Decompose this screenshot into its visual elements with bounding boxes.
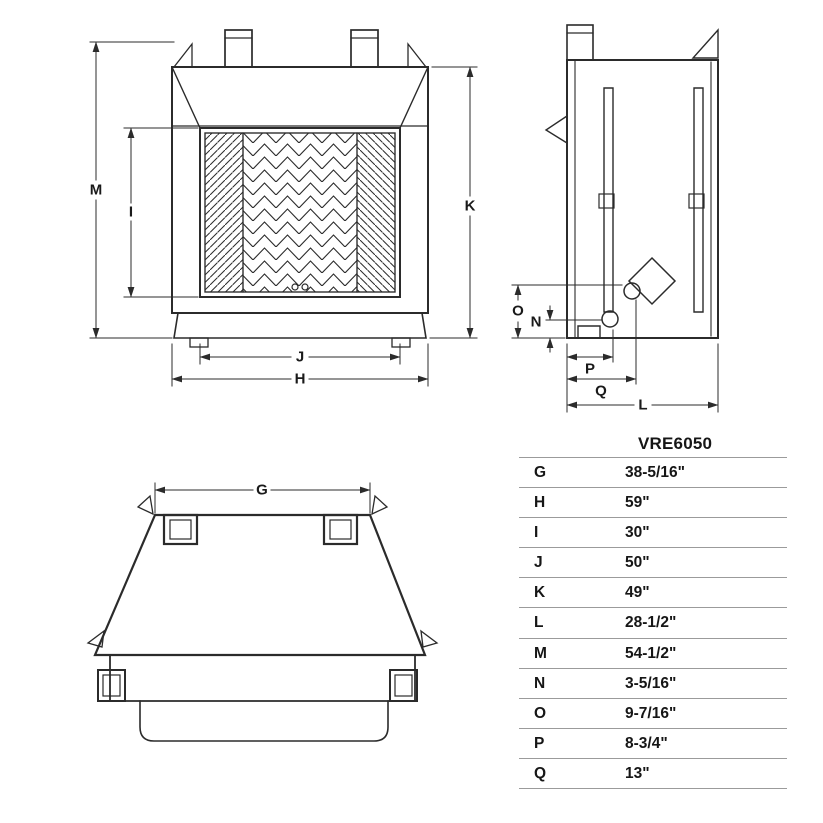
hearth-front (139, 700, 389, 742)
side-rails (598, 87, 705, 313)
spec-dim-value: 59" (625, 494, 650, 512)
spec-dim-value: 30" (625, 524, 650, 542)
spec-row: I 30" (519, 518, 787, 549)
spec-row: N 3-5/16" (519, 669, 787, 699)
dim-label-Q: Q (595, 383, 607, 400)
front-view: M I K J (89, 29, 478, 388)
dim-label-M: M (90, 182, 103, 199)
spec-dim-value: 38-5/16" (625, 464, 685, 481)
spec-dim-letter: H (534, 494, 546, 512)
spec-row: Q 13" (519, 759, 787, 790)
dim-label-I: I (129, 204, 133, 221)
spec-table-header: VRE6050 (519, 429, 787, 458)
brick-panel-herringbone (242, 132, 358, 293)
top-lower-body (97, 654, 418, 742)
front-dimensions: M I K J (89, 41, 478, 388)
dim-label-P: P (585, 361, 595, 378)
spec-table: VRE6050 G 38-5/16" H 59" I 30" J 50" K 4… (519, 429, 787, 790)
side-gas-valve (601, 256, 677, 328)
dim-label-N: N (531, 314, 542, 331)
spec-dim-value: 54-1/2" (625, 644, 677, 662)
spec-dim-value: 3-5/16" (625, 674, 677, 692)
dim-M: M (89, 41, 175, 339)
spec-dim-letter: J (534, 554, 543, 572)
flue-stub-left (224, 29, 253, 68)
top-standoffs (86, 494, 439, 648)
side-view: O N P Q (511, 24, 719, 414)
top-view: G (86, 482, 439, 742)
side-bracket (544, 115, 568, 144)
brick-panel-left (204, 132, 244, 293)
dim-G: G (154, 482, 371, 514)
spec-dim-letter: O (534, 704, 547, 722)
standoff-side (691, 28, 719, 59)
flue-stub-side (566, 24, 594, 61)
spec-row: M 54-1/2" (519, 639, 787, 669)
spec-dim-value: 13" (625, 764, 650, 782)
dim-label-K: K (465, 198, 476, 215)
spec-dim-letter: K (534, 584, 546, 602)
standoff-right (407, 42, 428, 68)
foot-right (391, 337, 411, 348)
dim-H: H (171, 343, 429, 388)
spec-dim-letter: G (534, 464, 547, 481)
flue-collar-right (322, 513, 359, 546)
spec-dim-value: 8-3/4" (625, 734, 668, 752)
spec-dim-letter: N (534, 674, 546, 692)
spec-dim-value: 9-7/16" (625, 704, 677, 722)
side-foot (577, 325, 601, 339)
spec-row: J 50" (519, 548, 787, 579)
spec-row: H 59" (519, 488, 787, 519)
spec-dim-value: 28-1/2" (625, 614, 677, 632)
dim-label-G: G (256, 482, 268, 499)
dim-O: O (511, 284, 623, 339)
dim-P: P (566, 329, 614, 413)
dim-L: L (566, 343, 719, 414)
dim-label-O: O (512, 303, 524, 320)
corner-foot-left (97, 669, 126, 702)
spec-dim-letter: P (534, 734, 545, 752)
brick-panel-right (356, 132, 396, 293)
foot-left (189, 337, 209, 348)
side-outline (544, 24, 719, 339)
spec-dim-value: 50" (625, 554, 650, 572)
front-opening (199, 127, 401, 298)
dim-label-L: L (638, 397, 647, 414)
top-outline (93, 513, 427, 657)
dim-N: N (531, 305, 602, 353)
spec-dim-letter: I (534, 524, 539, 542)
burner-port-left (291, 283, 299, 291)
front-outline (171, 29, 429, 348)
spec-row: P 8-3/4" (519, 729, 787, 759)
spec-dim-letter: Q (534, 764, 547, 782)
burner-port-right (301, 283, 309, 291)
spec-row: O 9-7/16" (519, 699, 787, 729)
dim-label-J: J (296, 349, 304, 366)
valve-knob (623, 282, 641, 300)
spec-row: K 49" (519, 578, 787, 609)
dim-Q: Q (566, 299, 637, 400)
dim-J: J (199, 343, 401, 366)
dim-K: K (429, 66, 478, 339)
flue-collar-left (162, 513, 199, 546)
spec-dim-value: 49" (625, 584, 650, 602)
spec-row: G 38-5/16" (519, 458, 787, 489)
standoff-left (172, 42, 193, 68)
side-dimensions: O N P Q (511, 284, 719, 414)
gas-inlet (601, 310, 619, 328)
corner-foot-right (389, 669, 418, 702)
valve-diamond (627, 256, 677, 306)
spec-row: L 28-1/2" (519, 608, 787, 639)
dim-label-H: H (295, 371, 306, 388)
flue-stub-right (350, 29, 379, 68)
spec-dim-letter: M (534, 644, 547, 662)
spec-dim-letter: L (534, 614, 544, 632)
dim-I: I (123, 127, 199, 298)
